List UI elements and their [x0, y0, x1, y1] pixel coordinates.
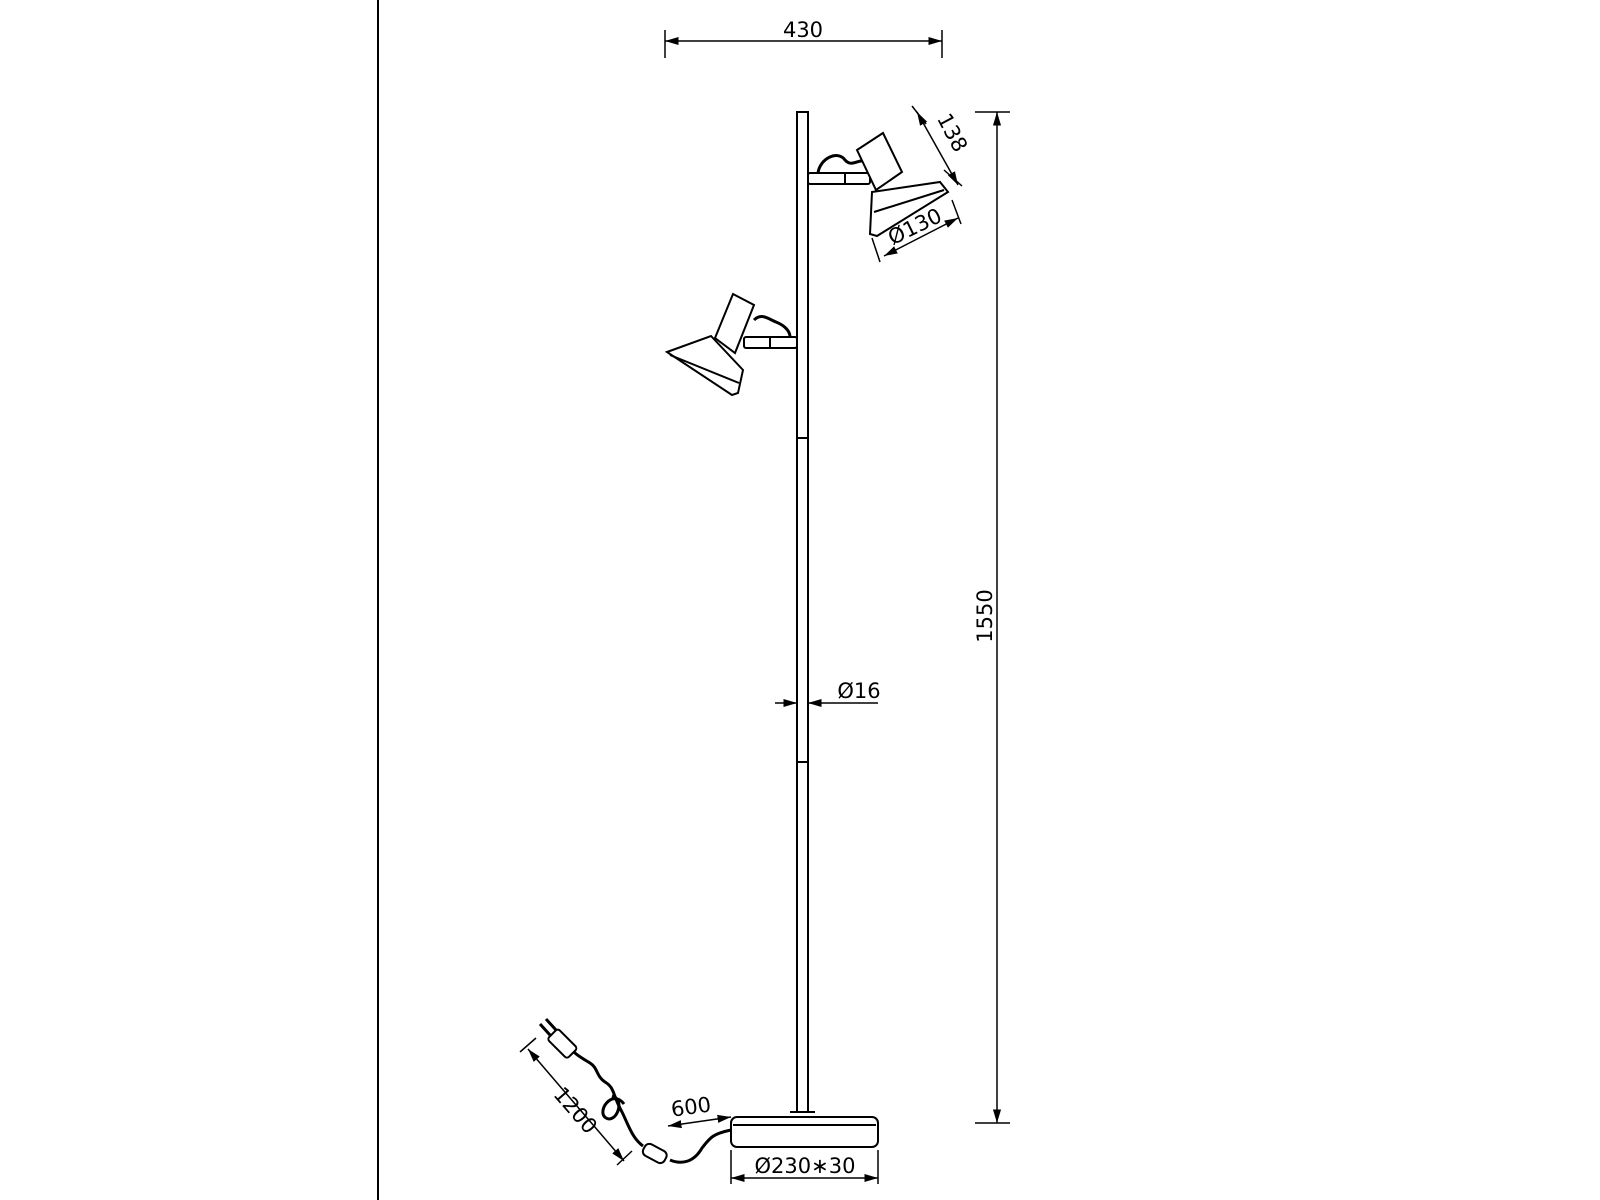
lamp-head-lower [664, 292, 798, 397]
plug [547, 1028, 578, 1059]
dimension-label-cord-switch: 600 [670, 1092, 713, 1121]
dimension-label-width: 430 [783, 18, 823, 42]
dimension-pole-diameter: Ø16 [775, 679, 881, 708]
dimension-total-height: 1550 [973, 111, 1010, 1124]
dimension-head-height: 138 [911, 105, 972, 187]
lamp-base [730, 1111, 879, 1148]
dimension-label-height: 1550 [973, 589, 997, 642]
dimension-cord-total: 1200 [519, 1037, 633, 1166]
lamp-pole [796, 111, 809, 1113]
dimension-label-pole: Ø16 [837, 679, 880, 703]
dimension-width-top: 430 [664, 18, 943, 58]
inline-switch [641, 1142, 668, 1165]
dimension-label-cord-total: 1200 [549, 1082, 602, 1138]
dimension-base: Ø230∗30 [730, 1150, 879, 1184]
lamp-head-upper [807, 131, 950, 238]
dimension-cord-to-switch: 600 [667, 1092, 732, 1129]
dimension-label-base: Ø230∗30 [755, 1154, 856, 1178]
